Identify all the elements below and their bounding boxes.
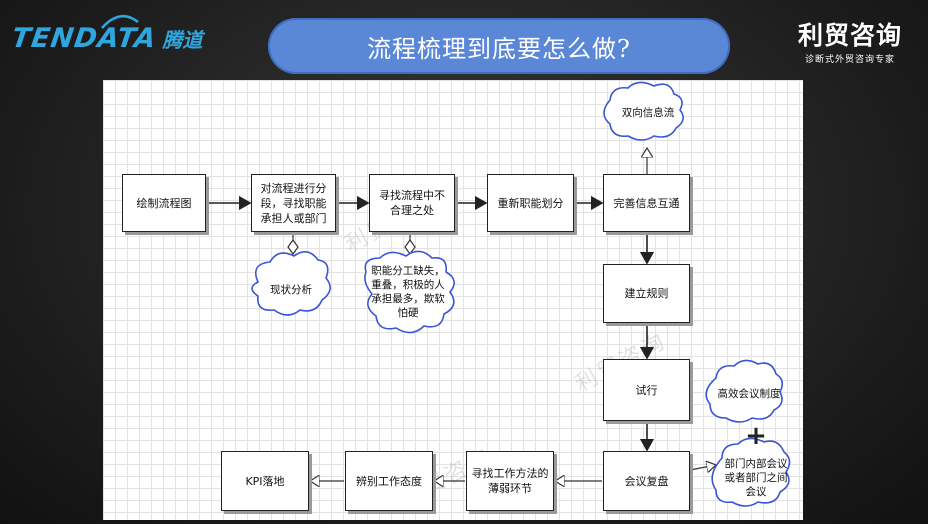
title-banner: 流程梳理到底要怎么做?: [268, 18, 730, 74]
plus-icon: +: [745, 421, 767, 451]
page-title: 流程梳理到底要怎么做?: [367, 34, 631, 63]
cloud-dept-meetings: 部门内部会议或者部门之间会议: [724, 458, 788, 498]
node-kpi-landing: KPI落地: [221, 451, 309, 511]
node-find-issues: 寻找流程中不合理之处: [369, 174, 455, 232]
node-segment-flow: 对流程进行分段，寻找职能承担人或部门: [251, 174, 336, 232]
cloud-status-analysis: 现状分析: [270, 284, 312, 296]
tendata-logo-cn: 腾道: [162, 27, 203, 52]
tendata-logo: TENDATA 腾道: [9, 15, 203, 58]
tendata-logo-text: TENDATA: [9, 22, 159, 54]
limao-tagline: 诊断式外贸咨询专家: [804, 55, 895, 65]
limao-logo: 利贸咨询 诊断式外贸咨询专家: [786, 21, 914, 66]
node-info-exchange: 完善信息互通: [603, 174, 690, 232]
node-establish-rules: 建立规则: [603, 264, 690, 323]
node-meeting-review: 会议复盘: [603, 451, 690, 511]
node-find-weak-links: 寻找工作方法的薄弱环节: [466, 451, 554, 511]
node-redivide-roles: 重新职能划分: [487, 174, 574, 232]
node-trial-run: 试行: [603, 359, 690, 421]
cloud-role-gaps: 职能分工缺失，重叠，积极的人承担最多，欺软怕硬: [371, 265, 445, 319]
node-judge-attitude: 辨别工作态度: [345, 451, 433, 511]
cloud-two-way-info: 双向信息流: [621, 107, 675, 119]
logo-swoosh-icon: [101, 15, 139, 29]
limao-logo-text: 利贸咨询: [797, 21, 902, 50]
cloud-meeting-system: 高效会议制度: [717, 388, 781, 400]
node-draw-flowchart: 绘制流程图: [122, 174, 206, 232]
